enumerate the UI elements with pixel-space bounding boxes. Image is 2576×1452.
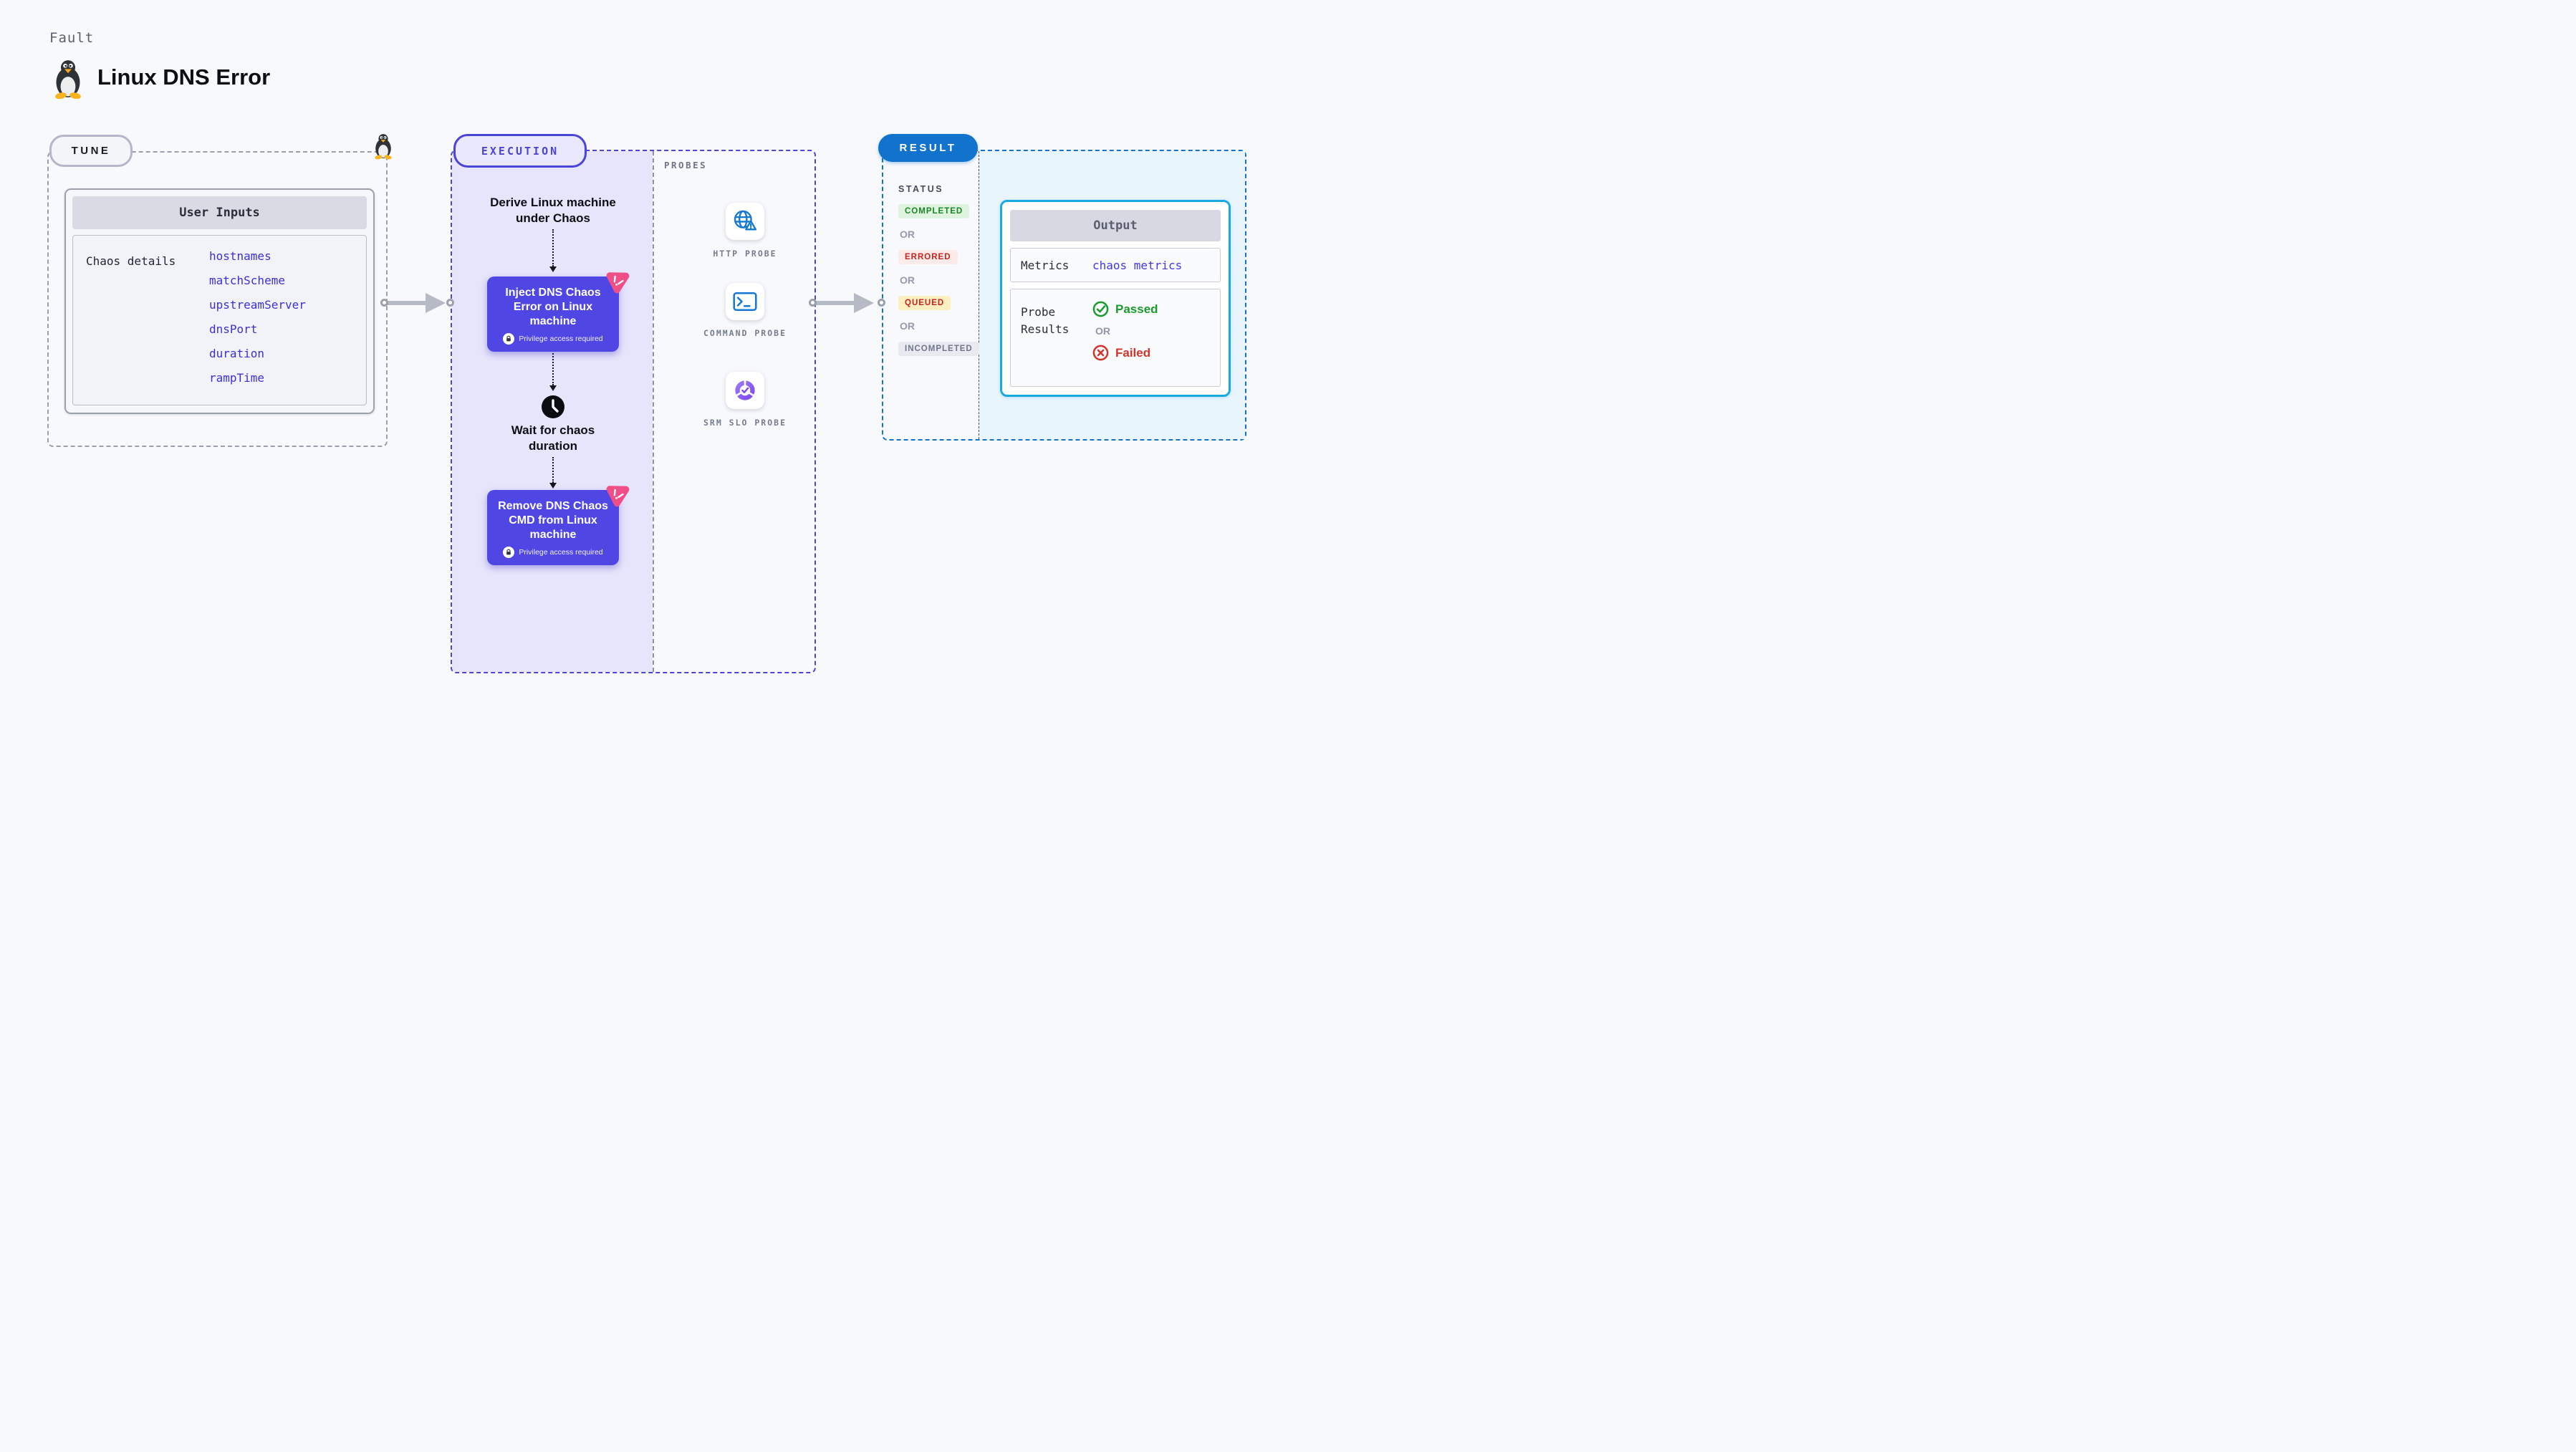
connector-dot [380,299,388,307]
command-probe-label: COMMAND PROBE [703,328,787,338]
param-ramptime: rampTime [209,371,265,385]
srm-slo-probe-label: SRM SLO PROBE [703,418,787,428]
status-badge-incompleted: INCOMPLETED [898,342,979,356]
flow-connector [552,229,554,266]
flow-connector [552,348,554,385]
or-label: OR [900,274,915,286]
metrics-label: Metrics [1021,258,1070,272]
result-badge: RESULT [878,134,978,162]
tune-badge: TUNE [49,135,133,167]
status-badge-completed: COMPLETED [898,204,970,218]
failed-label: Failed [1115,345,1151,360]
param-hostnames: hostnames [209,249,271,263]
tune-to-execution-arrow [387,301,426,305]
check-circle-icon [1092,301,1109,317]
privilege-label: Privilege access required [519,548,603,557]
x-circle-icon [1092,345,1109,361]
metrics-value: chaos metrics [1092,258,1183,272]
user-inputs-body: Chaos details hostnames matchScheme upst… [72,235,367,405]
derive-step-label: Derive Linux machine under Chaos [490,196,616,225]
remove-chaos-title: Remove DNS Chaos CMD from Linux machine [498,500,608,541]
page-title: Linux DNS Error [97,64,271,90]
user-inputs-table: User Inputs Chaos details hostnames matc… [64,188,375,414]
remove-chaos-node: Remove DNS Chaos CMD from Linux machine … [487,490,619,565]
status-badge-queued: QUEUED [898,296,951,310]
param-upstreamserver: upstreamServer [209,298,306,312]
linux-tux-icon [52,59,85,100]
or-label: OR [900,229,915,240]
passed-row: Passed [1092,301,1158,317]
lock-icon [503,333,515,345]
output-header: Output [1010,210,1221,241]
arrow-head-icon [549,266,557,272]
failed-row: Failed [1092,345,1158,361]
user-inputs-header: User Inputs [72,196,367,229]
arrow-head-icon [549,483,557,489]
privilege-row: Privilege access required [496,547,610,558]
globe-warning-icon [734,210,757,231]
param-matchscheme: matchScheme [209,274,285,287]
http-probe-label: HTTP PROBE [713,249,777,259]
passed-label: Passed [1115,302,1158,316]
clock-icon [541,395,565,423]
inject-chaos-node: Inject DNS Chaos Error on Linux machine … [487,277,619,352]
terminal-icon [733,292,757,311]
http-probe-card [726,203,764,240]
probe-results-row: Probe Results Passed OR Failed [1010,289,1221,387]
result-section: STATUS COMPLETED OR ERRORED OR QUEUED OR… [882,150,1246,441]
wait-step-label: Wait for chaos duration [511,423,595,453]
output-card: Output Metrics chaos metrics Probe Resul… [1000,200,1231,397]
execution-badge: EXECUTION [453,134,587,168]
param-duration: duration [209,347,265,360]
or-label: OR [900,320,915,332]
status-label: STATUS [898,184,944,194]
srm-slo-probe-card [726,372,764,409]
command-probe-card [726,283,764,320]
metrics-row: Metrics chaos metrics [1010,248,1221,282]
arrow-head-icon [426,293,446,313]
probe-results-values: Passed OR Failed [1092,301,1158,361]
connector-dot [878,299,885,307]
probe-results-label: Probe Results [1021,305,1070,336]
lock-icon [503,547,515,558]
chaos-params-list: hostnames matchScheme upstreamServer dns… [209,249,306,386]
flow-connector [552,457,554,483]
status-list: COMPLETED OR ERRORED OR QUEUED OR INCOMP… [898,204,979,356]
privilege-label: Privilege access required [519,335,603,343]
inject-chaos-title: Inject DNS Chaos Error on Linux machine [505,287,601,327]
chaos-logo-icon [604,479,633,511]
connector-dot [446,299,454,307]
chaos-logo-icon [604,266,633,298]
privilege-row: Privilege access required [496,333,610,345]
status-badge-errored: ERRORED [898,250,958,264]
arrow-head-icon [854,293,874,313]
tux-corner-icon [373,133,394,160]
arrow-head-icon [549,385,557,391]
execution-to-result-arrow [815,301,854,305]
or-label: OR [1095,325,1110,337]
fault-eyebrow: Fault [49,30,95,46]
probes-section: PROBES [653,151,814,672]
param-dnsport: dnsPort [209,322,258,336]
connector-dot [809,299,817,307]
slo-donut-icon [735,380,755,400]
probes-label: PROBES [664,160,708,170]
chaos-details-label: Chaos details [86,254,176,268]
